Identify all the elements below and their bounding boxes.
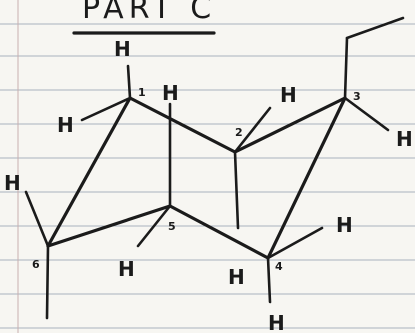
carbon-number-4: 4 bbox=[275, 260, 283, 273]
bond-c5-c6 bbox=[46, 204, 172, 248]
bond-c2-h-down bbox=[233, 150, 240, 230]
bond-c4-h-down bbox=[266, 256, 272, 304]
h-label: H bbox=[228, 265, 245, 289]
bond-c4-c5 bbox=[168, 204, 270, 260]
h-label: H bbox=[336, 213, 353, 237]
bond-c3-h bbox=[343, 96, 390, 132]
bond-c1-c2 bbox=[128, 96, 237, 154]
bond-c3-ethyl-2 bbox=[345, 16, 405, 40]
bond-c2-c3 bbox=[233, 96, 347, 154]
bond-c1-h-left bbox=[80, 96, 132, 122]
bond-c6-c1 bbox=[46, 96, 132, 248]
bond-c5-h-down bbox=[136, 204, 172, 248]
bond-c6-down bbox=[45, 244, 50, 320]
h-label: H bbox=[57, 113, 74, 137]
carbon-numbers: 1 2 3 4 5 6 bbox=[32, 86, 361, 273]
bond-c3-c4 bbox=[266, 96, 347, 260]
h-label: H bbox=[396, 127, 413, 151]
page-title: PART C bbox=[82, 0, 216, 26]
h-label: H bbox=[114, 37, 131, 61]
ring-bonds bbox=[46, 96, 347, 260]
bond-c2-h-up bbox=[233, 106, 272, 154]
h-label: H bbox=[162, 81, 179, 105]
h-label: H bbox=[280, 83, 297, 107]
bond-c1-h-up bbox=[126, 64, 132, 100]
carbon-number-5: 5 bbox=[168, 220, 176, 233]
substituent-bonds bbox=[24, 16, 405, 320]
carbon-number-6: 6 bbox=[32, 258, 40, 271]
bond-c3-ethyl-1 bbox=[343, 36, 349, 100]
h-label: H bbox=[268, 311, 285, 333]
h-label: H bbox=[4, 171, 21, 195]
h-label: H bbox=[118, 257, 135, 281]
carbon-number-3: 3 bbox=[353, 90, 361, 103]
carbon-number-1: 1 bbox=[138, 86, 146, 99]
hydrogen-labels: H H H H H H H H H H bbox=[4, 37, 413, 333]
bond-c6-h-up bbox=[24, 190, 50, 248]
carbon-number-2: 2 bbox=[235, 126, 243, 139]
bond-c4-h-right bbox=[266, 226, 324, 260]
